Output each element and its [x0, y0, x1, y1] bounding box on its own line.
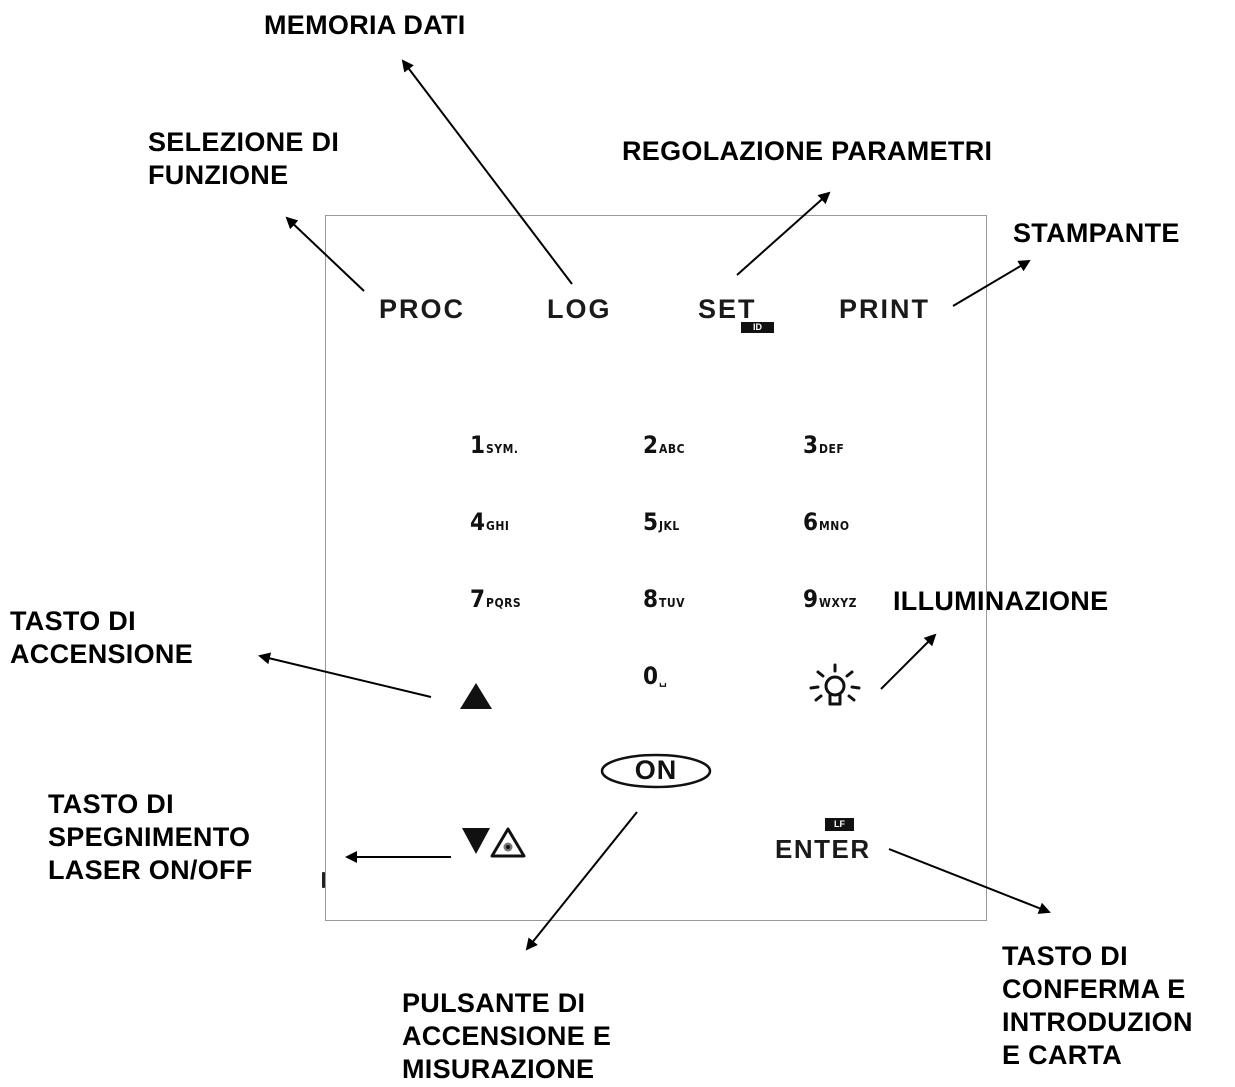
- label-line: INTRODUZION: [1002, 1007, 1193, 1037]
- label-tasto-di-spegnimento: TASTO DI SPEGNIMENTO LASER ON/OFF: [48, 788, 253, 887]
- key-letters: PQRS: [486, 596, 522, 610]
- key-3[interactable]: 3DEF: [803, 431, 844, 459]
- key-letters: WXYZ: [819, 596, 857, 610]
- label-line: ACCENSIONE: [10, 639, 194, 669]
- on-button-outline: [600, 753, 712, 789]
- label-stampante: STAMPANTE: [1013, 218, 1180, 248]
- key-letters: TUV: [659, 596, 686, 610]
- label-line: TASTO DI: [1002, 941, 1128, 971]
- triangle-up-icon[interactable]: [459, 682, 493, 710]
- key-digit: 9: [803, 585, 819, 613]
- label-illuminazione: ILLUMINAZIONE: [893, 586, 1109, 616]
- laser-warning-icon[interactable]: [490, 826, 526, 858]
- label-line: ACCENSIONE E: [402, 1021, 612, 1051]
- key-0[interactable]: 0␣: [643, 662, 667, 690]
- key-1[interactable]: 1SYM.: [470, 431, 518, 459]
- label-line: FUNZIONE: [148, 160, 289, 190]
- key-digit: 4: [470, 508, 486, 536]
- label-selezione-di-funzione: SELEZIONE DI FUNZIONE: [148, 126, 339, 192]
- arrow-regolazione: [736, 191, 831, 276]
- print-key[interactable]: PRINT: [839, 294, 930, 324]
- on-button[interactable]: ON: [600, 753, 712, 789]
- set-key[interactable]: SET: [698, 294, 757, 324]
- key-digit: 8: [643, 585, 659, 613]
- label-line: SPEGNIMENTO: [48, 822, 251, 852]
- arrow-memoria-dati: [401, 59, 573, 285]
- proc-key[interactable]: PROC: [379, 294, 466, 324]
- triangle-down-icon[interactable]: [461, 826, 491, 856]
- space-symbol: ␣: [659, 673, 668, 687]
- arrow-selezione: [285, 216, 365, 292]
- arrow-illuminazione: [880, 633, 937, 690]
- label-line: LASER ON/OFF: [48, 855, 253, 885]
- arrow-pulsante: [525, 811, 638, 951]
- label-tasto-di-conferma: TASTO DI CONFERMA E INTRODUZION E CARTA: [1002, 940, 1193, 1072]
- id-badge: ID: [741, 322, 774, 333]
- key-digit: 0: [643, 662, 659, 690]
- key-letters: SYM.: [486, 442, 519, 456]
- arrow-stampante: [952, 259, 1031, 307]
- label-line: TASTO DI: [10, 606, 136, 636]
- label-line: SELEZIONE DI: [148, 127, 340, 157]
- label-memoria-dati: MEMORIA DATI: [264, 10, 466, 40]
- key-digit: 5: [643, 508, 659, 536]
- key-letters: MNO: [819, 519, 850, 533]
- key-8[interactable]: 8TUV: [643, 585, 685, 613]
- light-bulb-icon[interactable]: [806, 662, 864, 712]
- enter-key[interactable]: ENTER: [775, 834, 871, 864]
- key-digit: 1: [470, 431, 486, 459]
- key-digit: 7: [470, 585, 486, 613]
- arrow-conferma: [888, 848, 1051, 914]
- key-letters: ABC: [659, 442, 686, 456]
- key-9[interactable]: 9WXYZ: [803, 585, 857, 613]
- arrow-tasto-accensione: [258, 652, 432, 698]
- label-line: PULSANTE DI: [402, 988, 586, 1018]
- key-digit: 3: [803, 431, 819, 459]
- on-button-label: ON: [634, 755, 678, 785]
- key-letters: JKL: [659, 519, 680, 533]
- lf-badge: LF: [825, 818, 854, 831]
- label-tasto-di-accensione: TASTO DI ACCENSIONE: [10, 605, 193, 671]
- key-7[interactable]: 7PQRS: [470, 585, 521, 613]
- key-digit: 6: [803, 508, 819, 536]
- stray-mark: [322, 872, 325, 888]
- keypad-panel: [325, 215, 987, 921]
- key-letters: GHI: [486, 519, 510, 533]
- key-2[interactable]: 2ABC: [643, 431, 685, 459]
- label-line: TASTO DI: [48, 789, 174, 819]
- key-5[interactable]: 5JKL: [643, 508, 680, 536]
- label-regolazione-parametri: REGOLAZIONE PARAMETRI: [622, 136, 993, 166]
- key-4[interactable]: 4GHI: [470, 508, 509, 536]
- key-letters: DEF: [819, 442, 845, 456]
- key-digit: 2: [643, 431, 659, 459]
- log-key[interactable]: LOG: [547, 294, 612, 324]
- label-line: MISURAZIONE: [402, 1054, 595, 1084]
- label-line: CONFERMA E: [1002, 974, 1186, 1004]
- label-line: E CARTA: [1002, 1040, 1123, 1070]
- key-6[interactable]: 6MNO: [803, 508, 850, 536]
- label-pulsante-di-accensione: PULSANTE DI ACCENSIONE E MISURAZIONE: [402, 987, 611, 1086]
